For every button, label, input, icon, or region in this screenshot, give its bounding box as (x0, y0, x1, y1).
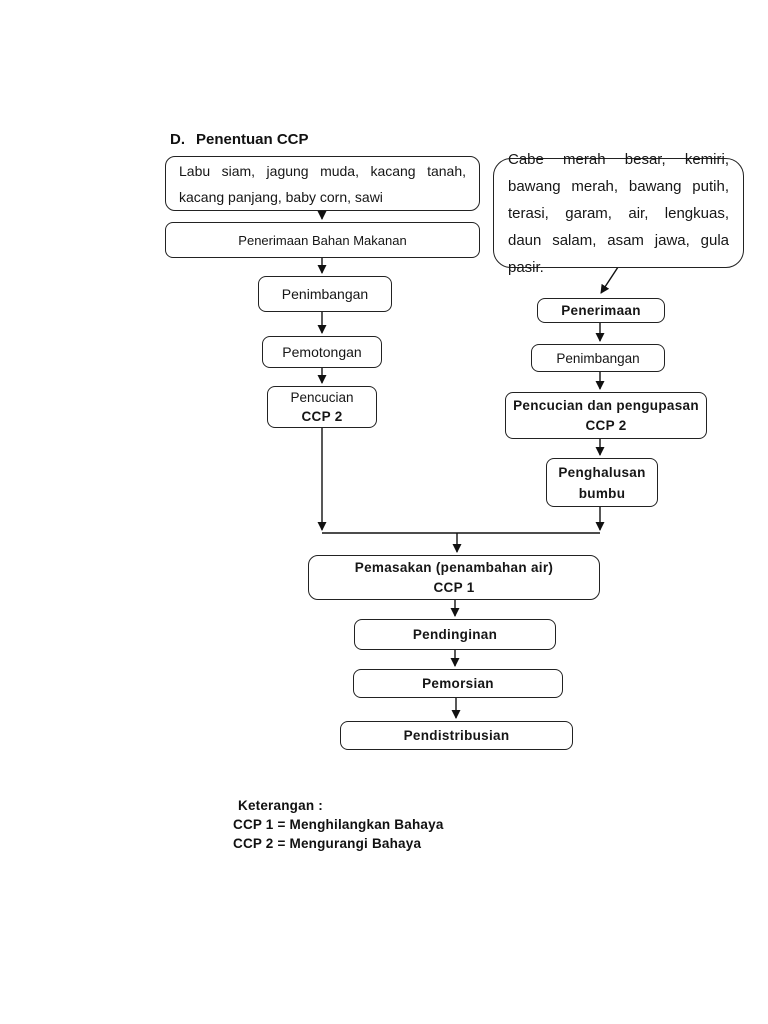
node-label: Pemotongan (282, 344, 362, 360)
node-label: Pendistribusian (403, 728, 510, 743)
node-label: Pencucian dan pengupasan (513, 397, 699, 413)
node-pemorsian: Pemorsian (353, 669, 563, 698)
ccp-tag: CCP 2 (585, 417, 627, 433)
legend-ccp1: CCP 1 = Menghilangkan Bahaya (233, 817, 444, 832)
node-spice-ingredients: Cabe merah besar, kemiri, bawang merah, … (493, 151, 744, 276)
ccp-tag: CCP 2 (301, 409, 343, 424)
node-penerimaan-bahan-makanan: Penerimaan Bahan Makanan (165, 222, 480, 258)
node-pencucian-pengupasan-ccp2: Pencucian dan pengupasan CCP 2 (505, 392, 707, 439)
legend-title: Keterangan : (238, 798, 323, 813)
node-penimbangan-right: Penimbangan (531, 344, 665, 372)
node-label: Pemorsian (422, 676, 494, 691)
node-penerimaan-right: Penerimaan (537, 298, 665, 323)
node-pendistribusian: Pendistribusian (340, 721, 573, 750)
node-pemotongan: Pemotongan (262, 336, 382, 368)
spice-ingredients-text: Cabe merah besar, kemiri, bawang merah, … (508, 150, 729, 276)
legend-ccp2: CCP 2 = Mengurangi Bahaya (233, 836, 422, 851)
veg-ingredients-text: Labu siam, jagung muda, kacang tanah, ka… (179, 162, 466, 205)
node-label: Penerimaan (561, 303, 641, 318)
node-label: Pencucian (290, 390, 354, 405)
node-pencucian-ccp2: Pencucian CCP 2 (267, 386, 377, 428)
node-label-line2: bumbu (578, 485, 626, 501)
node-pemasakan-ccp1: Pemasakan (penambahan air) CCP 1 (308, 555, 600, 600)
node-label: Pemasakan (penambahan air) (354, 559, 554, 575)
node-label: Penimbangan (281, 286, 369, 302)
legend: Keterangan : CCP 1 = Menghilangkan Bahay… (233, 796, 444, 853)
node-pendinginan: Pendinginan (354, 619, 556, 650)
node-label: Penghalusan (558, 464, 646, 480)
ccp-tag: CCP 1 (433, 579, 475, 595)
node-penimbangan-left: Penimbangan (258, 276, 392, 312)
node-penghalusan-bumbu: Penghalusan bumbu (546, 458, 658, 507)
node-label: Pendinginan (412, 627, 498, 642)
node-veg-ingredients: Labu siam, jagung muda, kacang tanah, ka… (165, 156, 480, 211)
section-title-text: Penentuan CCP (196, 131, 309, 148)
node-label: Penimbangan (556, 350, 640, 366)
section-index: D. (170, 131, 185, 148)
node-label: Penerimaan Bahan Makanan (238, 232, 407, 248)
section-title: D. Penentuan CCP (170, 131, 309, 148)
